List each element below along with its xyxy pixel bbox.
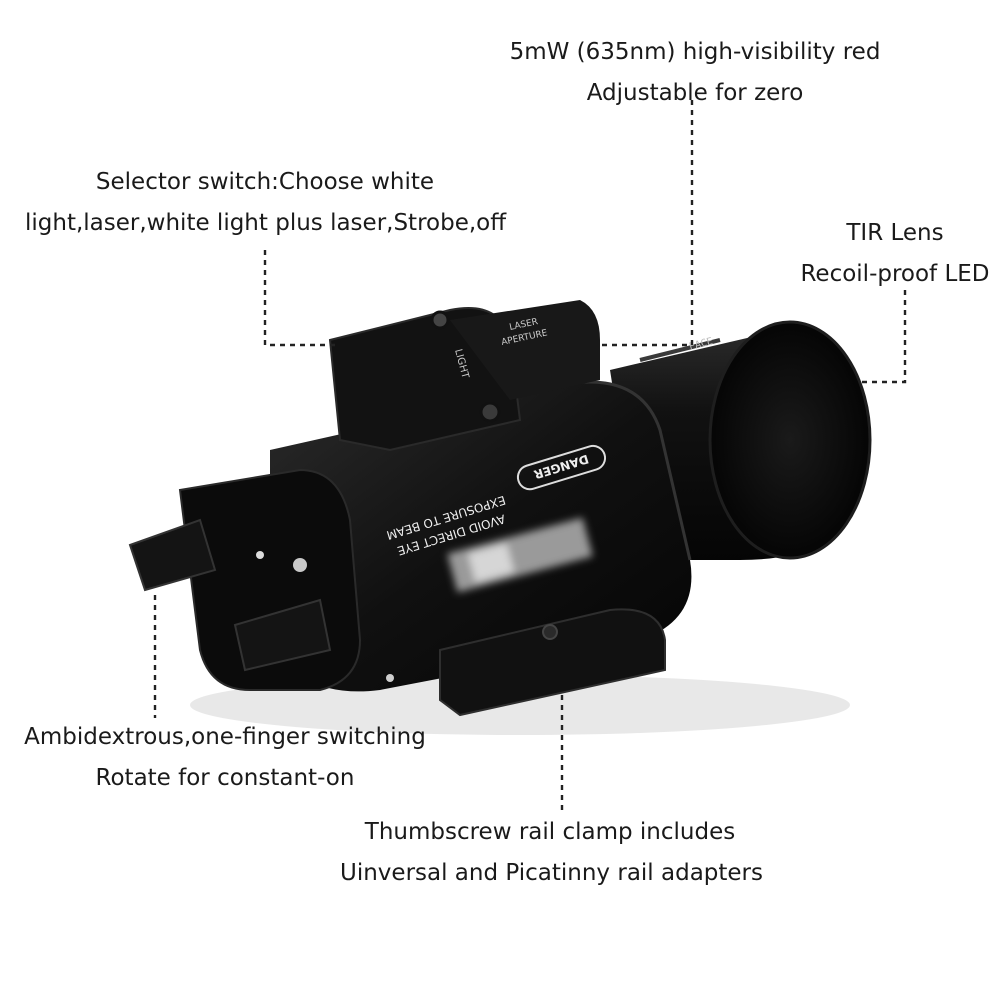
paddle-switch-left — [128, 518, 217, 592]
windage-screw — [430, 310, 450, 330]
callout-selector-line-2: light,laser,white light plus laser,Strob… — [25, 210, 507, 236]
callout-clamp-line-1: Thumbscrew rail clamp includes — [364, 819, 736, 845]
callout-lens-line-2: Recoil-proof LED — [800, 261, 990, 287]
callout-selector: Selector switch:Choose white light,laser… — [25, 162, 507, 244]
main-body: DANGER AVOID DIRECT EYE EXPOSURE TO BEAM — [270, 380, 692, 692]
callout-switch: Ambidextrous,one-finger switching Rotate… — [20, 717, 430, 799]
leader-lines — [153, 100, 907, 810]
rear-switch — [128, 468, 362, 691]
tir-lens — [708, 320, 872, 560]
thumbscrew-hole — [542, 624, 558, 640]
leader-laser — [600, 100, 694, 347]
callout-clamp-line-2: Uinversal and Picatinny rail adapters — [340, 860, 763, 886]
callout-lens: TIR Lens Recoil-proof LED — [795, 213, 995, 295]
callout-selector-line-1: Selector switch:Choose white — [95, 169, 435, 195]
callout-switch-line-2: Rotate for constant-on — [95, 765, 355, 791]
callout-lens-line-1: TIR Lens — [846, 220, 944, 246]
callout-switch-line-1: Ambidextrous,one-finger switching — [24, 724, 426, 750]
paddle-switch-right — [233, 598, 332, 672]
rail-clamp — [386, 608, 666, 717]
laser-module: LIGHT LASER APERTURE — [328, 300, 600, 452]
callout-laser-line-2: Adjustable for zero — [586, 80, 804, 106]
leader-lens — [860, 290, 907, 384]
lens-head: FACE — [610, 320, 872, 560]
elevation-screw — [479, 401, 501, 423]
rear-pin — [293, 558, 307, 572]
leader-selector — [263, 250, 340, 347]
callout-laser: 5mW (635nm) high-visibility red Adjustab… — [490, 32, 900, 114]
blurred-logo — [447, 517, 593, 593]
callout-laser-line-1: 5mW (635nm) high-visibility red — [509, 39, 881, 65]
callout-clamp: Thumbscrew rail clamp includes Uinversal… — [340, 812, 763, 894]
